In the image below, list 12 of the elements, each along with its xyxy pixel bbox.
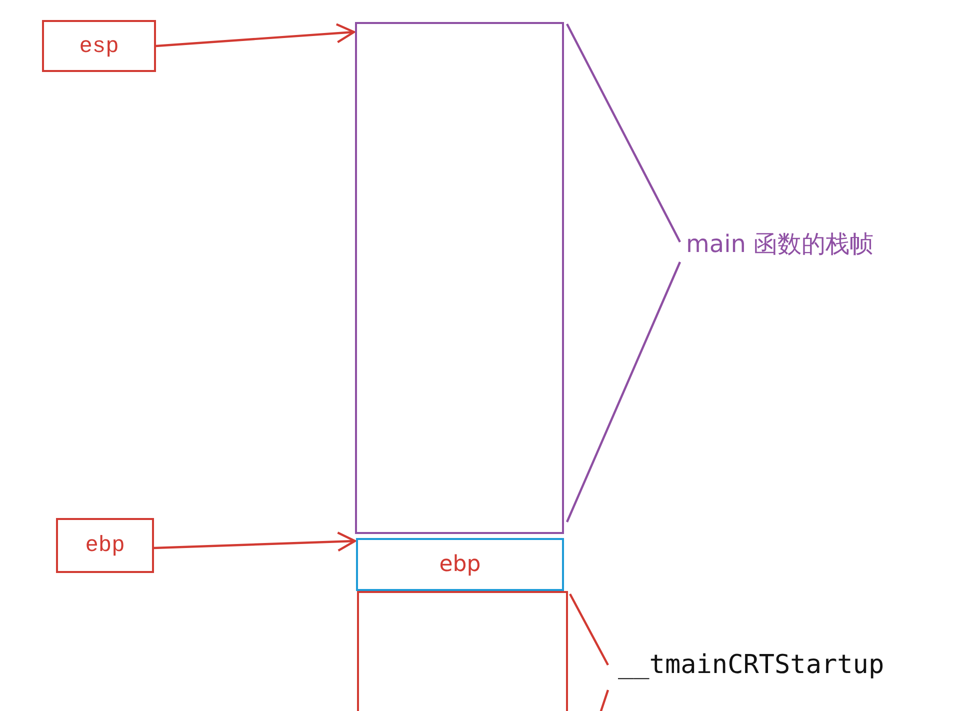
register-box (56, 518, 154, 573)
stack-frame-box (355, 22, 564, 534)
register-label: esp (79, 34, 119, 58)
register-box (42, 20, 156, 72)
stack-frame-box (357, 591, 568, 711)
stack-slot-box (356, 538, 564, 591)
slot-label: ebp (439, 552, 481, 577)
frame-label: main 函数的栈帧 (686, 229, 874, 260)
frame-label: __tmainCRTStartup (618, 650, 884, 680)
arrow (154, 532, 356, 552)
arrow (156, 23, 356, 48)
register-label: ebp (85, 533, 125, 558)
